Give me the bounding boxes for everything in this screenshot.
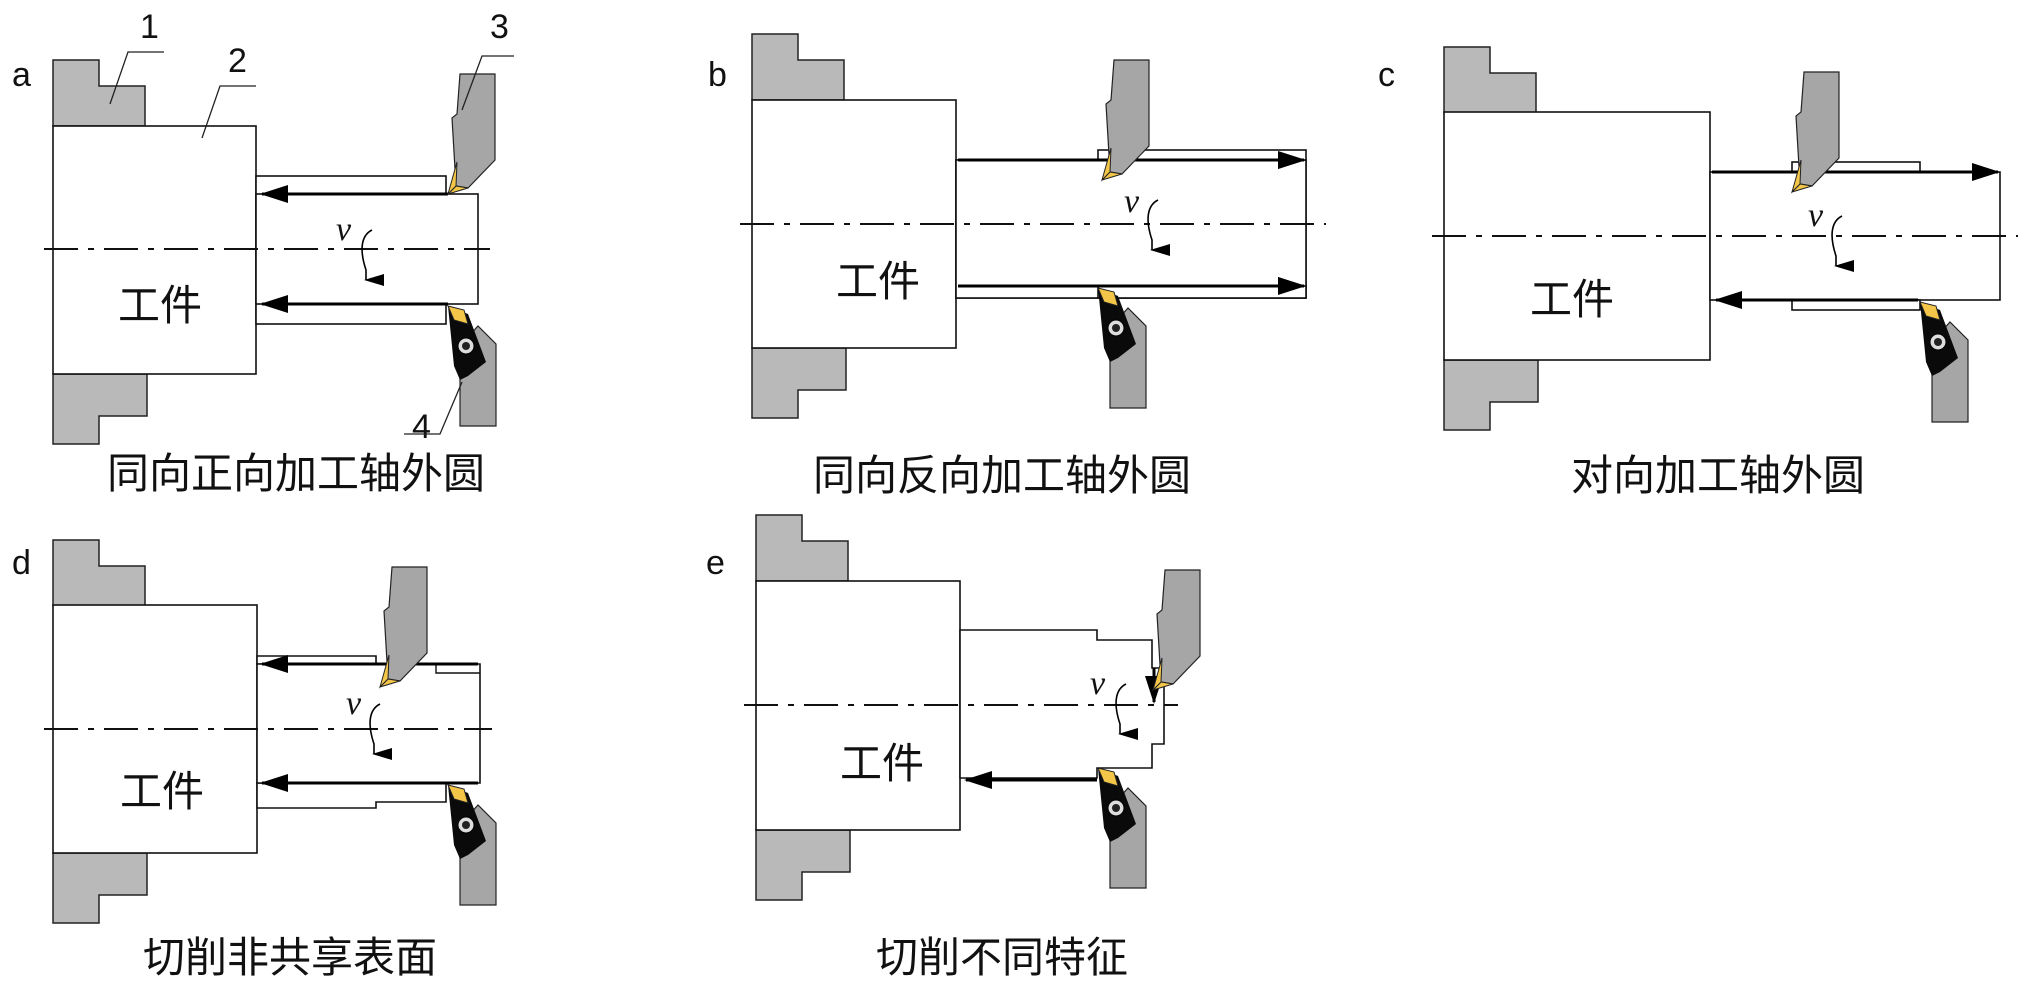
panel-letter-e: e <box>706 544 725 582</box>
speed-symbol: v <box>346 685 362 722</box>
leader-4 <box>404 381 463 435</box>
stock-allowance-bottom <box>1097 285 1307 299</box>
tool-lower <box>1097 287 1147 409</box>
chuck-jaw-bottom <box>52 852 148 924</box>
callout-2: 2 <box>228 42 247 80</box>
tool-lower <box>447 305 497 427</box>
chuck-jaw-top <box>52 59 146 127</box>
chuck-jaw-top <box>755 514 849 582</box>
speed-symbol: v <box>1808 197 1824 234</box>
stock-allowance-bottom <box>256 782 447 809</box>
tool-lower <box>447 784 497 906</box>
workpiece-label: 工件 <box>836 257 920 306</box>
speed-symbol: v <box>1124 183 1140 220</box>
panel-b: b v 工件 同向反向加工轴外圆 <box>708 33 1326 500</box>
panel-letter-d: d <box>12 544 31 582</box>
chuck-jaw-top <box>751 33 845 101</box>
rotation-arrow <box>1147 199 1170 256</box>
tool-lower <box>1097 767 1147 889</box>
chuck-jaw-bottom <box>1443 359 1539 431</box>
callout-4: 4 <box>412 408 431 446</box>
rotation-arrow <box>369 703 392 760</box>
rotation-arrow <box>361 229 384 286</box>
rotation-arrow <box>1115 683 1138 740</box>
panel-a: a v 工件 1 2 3 4 同向正向加工轴外圆 <box>12 8 514 498</box>
panel-letter-c: c <box>1378 56 1395 94</box>
chuck-jaw-bottom <box>751 347 847 419</box>
workpiece-turned-shaft <box>256 663 481 784</box>
caption-a: 同向正向加工轴外圆 <box>107 449 485 498</box>
caption-b: 同向反向加工轴外圆 <box>813 451 1191 500</box>
chuck-jaw-bottom <box>755 829 851 901</box>
panel-letter-a: a <box>12 56 31 94</box>
panel-e: e v 工件 切削不同特征 <box>706 514 1201 982</box>
leader-1 <box>109 51 164 105</box>
callout-3: 3 <box>490 8 509 46</box>
workpiece-label: 工件 <box>840 739 924 788</box>
panel-letter-b: b <box>708 56 727 94</box>
caption-d: 切削非共享表面 <box>143 933 437 982</box>
workpiece-turned-shaft <box>955 159 1307 299</box>
caption-e: 切削不同特征 <box>876 933 1128 982</box>
rotation-arrow <box>1831 215 1854 272</box>
leader-3 <box>461 55 514 111</box>
chuck-jaw-top <box>52 539 146 607</box>
workpiece-label: 工件 <box>120 767 204 816</box>
workpiece-body <box>52 604 258 854</box>
workpiece-body <box>52 125 257 375</box>
speed-symbol: v <box>336 211 352 248</box>
workpiece-label: 工件 <box>1530 275 1614 324</box>
caption-c: 对向加工轴外圆 <box>1571 451 1865 500</box>
workpiece-label: 工件 <box>118 281 202 330</box>
tool-lower <box>1919 301 1969 423</box>
speed-symbol: v <box>1090 665 1106 702</box>
panel-d: d v 工件 切削非共享表面 <box>12 539 497 982</box>
chuck-jaw-top <box>1443 46 1537 114</box>
callout-1: 1 <box>140 8 159 46</box>
chuck-jaw-bottom <box>52 373 148 445</box>
tool-upper <box>1152 569 1201 691</box>
tool-upper <box>447 73 496 195</box>
panel-c: c v 工件 对向加工轴外圆 <box>1378 46 2018 500</box>
leader-2 <box>201 85 256 139</box>
step-feature <box>435 664 480 674</box>
